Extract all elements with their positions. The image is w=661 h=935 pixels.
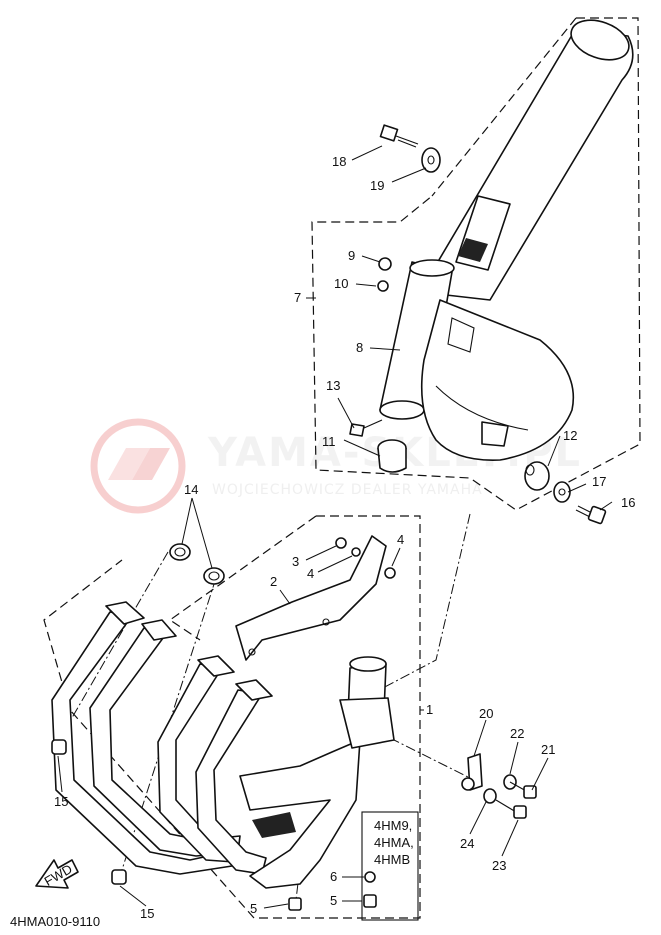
protector-2 <box>235 535 387 661</box>
gasket-14-b <box>203 567 225 585</box>
callout-9: 9 <box>348 248 355 263</box>
nut-4a <box>351 547 361 557</box>
cap-15-b <box>111 869 127 885</box>
bolt-16 <box>575 505 607 525</box>
watermark-subtitle: WOJCIECHOWICZ DEALER YAMAHA <box>212 482 483 498</box>
bolt-9 <box>378 257 392 271</box>
callout-17: 17 <box>592 474 606 489</box>
callout-20: 20 <box>479 706 493 721</box>
exhaust-group-outline <box>43 515 421 919</box>
model-note-line-3: 4HMB <box>374 852 410 867</box>
callout-5a: 5 <box>250 901 257 916</box>
callout-numbers: 18 19 9 10 7 8 13 11 12 17 16 14 3 4 4 2… <box>54 154 635 921</box>
callout-1: 1 <box>426 702 433 717</box>
nut-4b <box>384 567 396 579</box>
callout-11: 11 <box>322 434 336 449</box>
cap-15-a <box>51 739 67 755</box>
exhaust-group-outline-inner <box>168 515 317 641</box>
gasket-11 <box>377 439 407 473</box>
callout-4a: 4 <box>307 566 314 581</box>
callout-8: 8 <box>356 340 363 355</box>
model-note-line-1: 4HM9, <box>374 818 412 833</box>
callout-19: 19 <box>370 178 384 193</box>
callout-12: 12 <box>563 428 577 443</box>
callout-23: 23 <box>492 858 506 873</box>
callout-4b: 4 <box>397 532 404 547</box>
muffler <box>379 19 634 461</box>
callout-5b: 5 <box>330 893 337 908</box>
exhaust-pipes <box>51 601 395 889</box>
bolt-3 <box>335 537 347 549</box>
callout-14: 14 <box>184 482 198 497</box>
callout-15a: 15 <box>54 794 68 809</box>
bolt-23 <box>495 799 527 819</box>
bolt-18 <box>379 124 419 148</box>
callout-13: 13 <box>326 378 340 393</box>
muffler-group-outline-upper <box>431 17 577 197</box>
callout-16: 16 <box>621 495 635 510</box>
bolt-5b <box>363 894 377 908</box>
washer-19 <box>421 147 441 173</box>
forward-arrow: FWD <box>35 859 79 889</box>
callout-2: 2 <box>270 574 277 589</box>
callout-22: 22 <box>510 726 524 741</box>
callout-21: 21 <box>541 742 555 757</box>
callout-7: 7 <box>294 290 301 305</box>
collar-17 <box>553 481 571 503</box>
washer-24 <box>483 788 497 804</box>
callout-15b: 15 <box>140 906 154 921</box>
muffler-group-outline <box>311 17 641 511</box>
callout-10: 10 <box>334 276 348 291</box>
callout-18: 18 <box>332 154 346 169</box>
projection-line-4 <box>389 737 471 779</box>
nut-10 <box>377 280 389 292</box>
model-note-box <box>361 811 419 921</box>
watermark-logo <box>90 418 186 514</box>
leader-lines <box>57 145 613 909</box>
callout-3: 3 <box>292 554 299 569</box>
callout-24: 24 <box>460 836 474 851</box>
diagram-code: 4HMA010-9110 <box>10 914 100 929</box>
gasket-14-a <box>169 543 191 561</box>
damper-12 <box>524 461 550 491</box>
model-note-line-2: 4HMA, <box>374 835 414 850</box>
callout-6: 6 <box>330 869 337 884</box>
projection-line-1 <box>57 551 169 743</box>
bolt-5a <box>288 897 302 911</box>
nut-6 <box>364 871 376 883</box>
stay-20 <box>461 753 483 791</box>
